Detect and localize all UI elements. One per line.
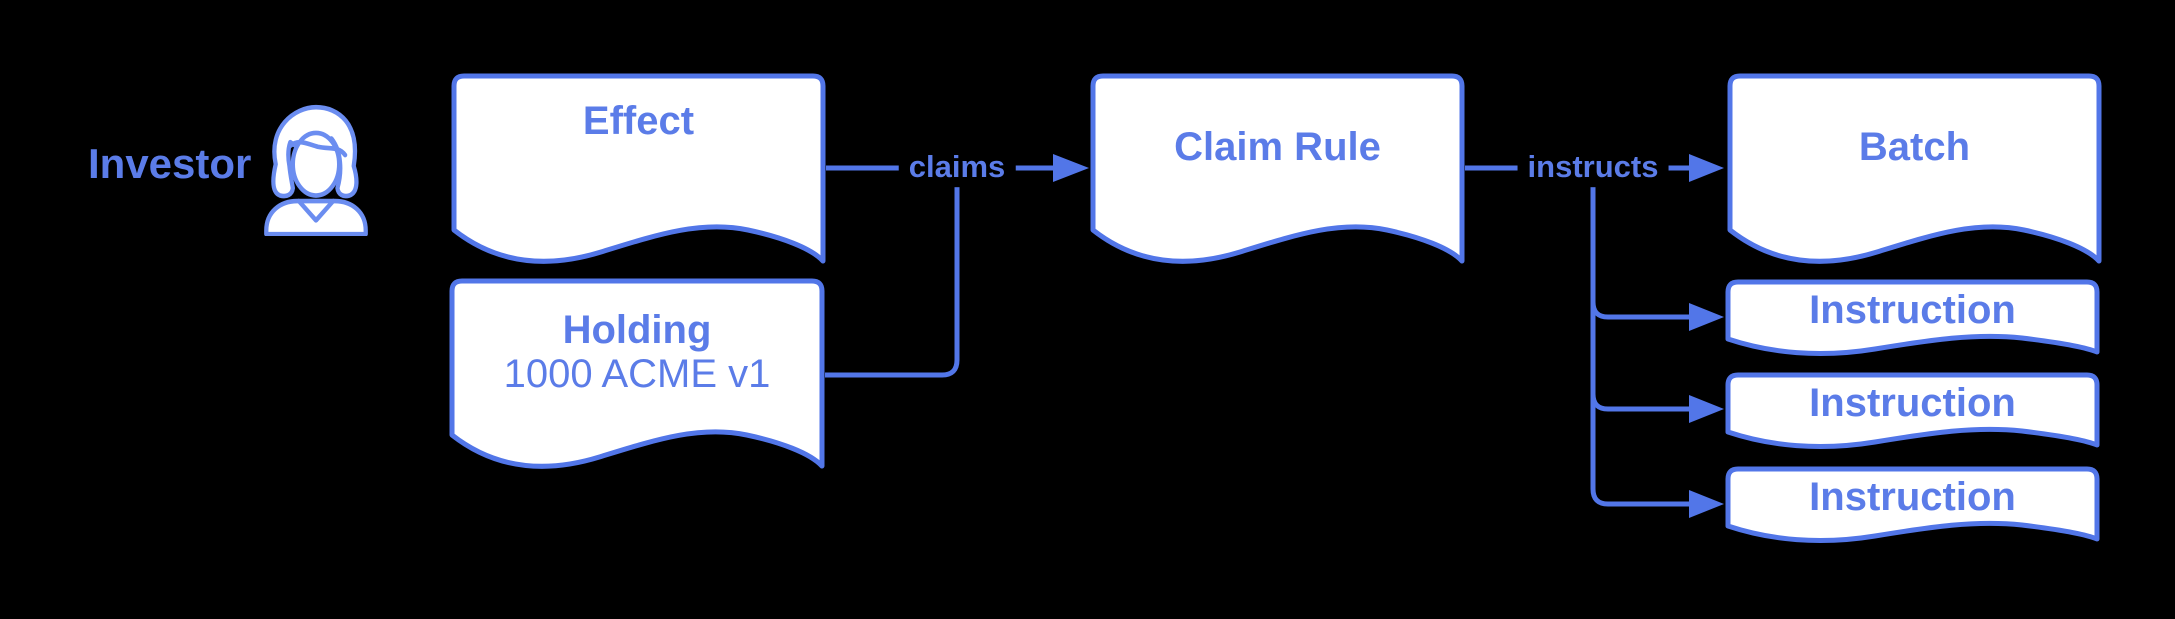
investor-label: Investor [88,140,252,187]
edge-instruction1-line [1590,301,1689,320]
person-fringe [288,139,348,158]
node-holding-subtitle: 1000 ACME v1 [503,352,771,396]
document-shape [1725,279,2100,356]
arrowhead-icon [1689,395,1724,423]
node-holding: Holding 1000 ACME v1 [449,278,825,475]
arrowhead-icon [1689,303,1724,331]
arrowhead-icon [1053,154,1089,182]
arrowhead-icon [1689,154,1724,182]
document-shape [449,278,825,469]
node-instruction-3: Instruction [1725,466,2100,548]
node-effect-title: Effect [582,99,695,143]
edge-instruction2-line [1590,393,1689,412]
node-holding-title: Holding [562,308,712,352]
document-shape [1727,73,2102,264]
arrowhead-icon [1689,490,1724,518]
person-hair [271,104,359,199]
node-batch-title: Batch [1858,125,1971,169]
edge-label-claims: claims [898,147,1016,187]
investor-person-icon [264,104,368,236]
document-shape [1090,73,1465,264]
edge-instruction3-line [1590,182,1689,507]
document-shape [1725,466,2100,543]
edge-holding-join-line [825,182,960,378]
node-claim-rule: Claim Rule [1090,73,1465,270]
node-instruction-title: Instruction [1809,288,2016,332]
node-effect: Effect [451,73,826,270]
node-claim-rule-title: Claim Rule [1174,125,1381,169]
person-collar [296,198,336,223]
document-shape [1725,372,2100,449]
node-instruction-1: Instruction [1725,279,2100,361]
node-batch: Batch [1727,73,2102,270]
edge-label-instructs: instructs [1517,147,1669,187]
node-instruction-title: Instruction [1809,475,2016,519]
node-instruction-title: Instruction [1809,381,2016,425]
document-shape [451,73,826,264]
node-instruction-2: Instruction [1725,372,2100,454]
